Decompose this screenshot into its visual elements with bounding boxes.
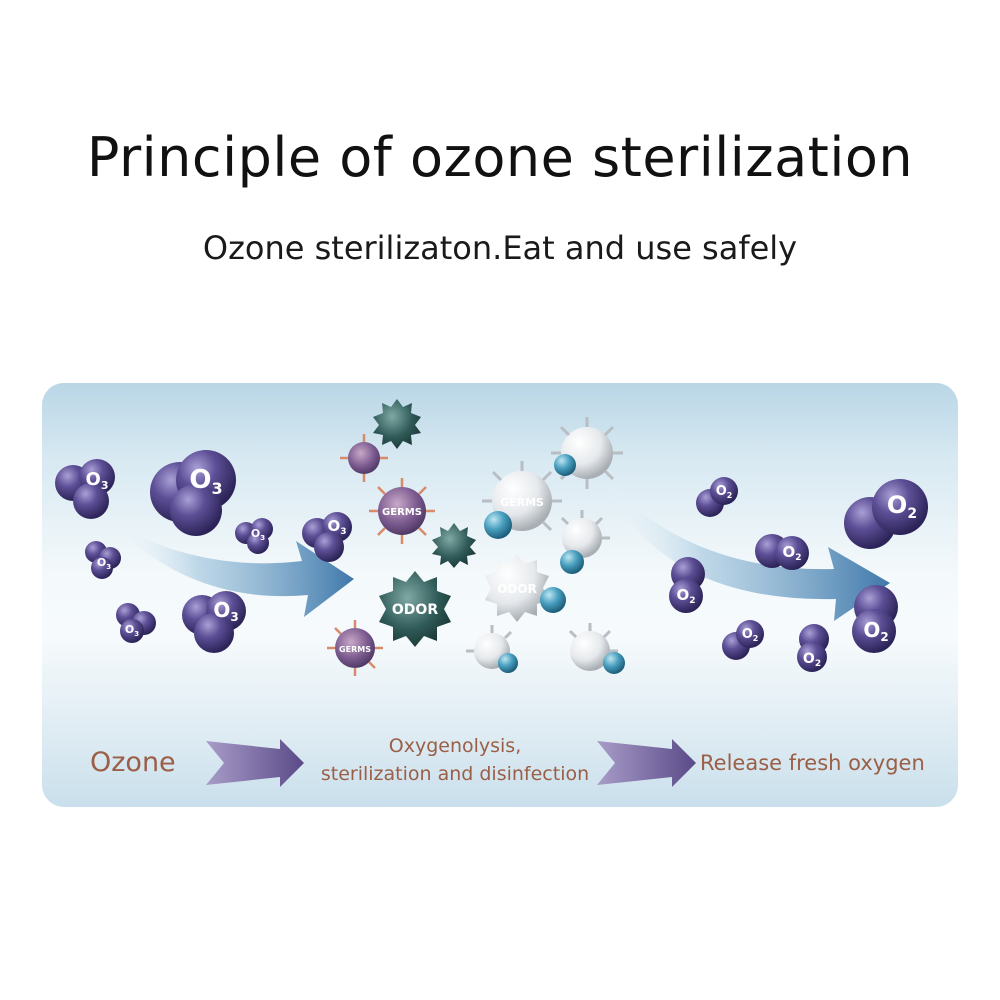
stage-label-release: Release fresh oxygen <box>700 751 925 775</box>
ozone-molecule: O3 <box>55 459 115 519</box>
odor-label-neutralized: ODOR <box>497 582 537 596</box>
germs-label-neutralized: GERMS <box>500 496 544 509</box>
svg-text:O3: O3 <box>97 556 111 571</box>
ozone-molecule-mid-2: O3 <box>182 591 246 653</box>
page-title: Principle of ozone sterilization <box>86 126 914 189</box>
svg-text:O2: O2 <box>676 586 695 606</box>
diagram-panel: GERMS ODOR <box>42 383 958 807</box>
sterilization-diagram: GERMS ODOR <box>55 399 928 787</box>
svg-text:O2: O2 <box>716 484 733 500</box>
process-arrow-2 <box>597 739 696 787</box>
germs-label-2: GERMS <box>339 645 371 654</box>
oxygen-molecule-large-2: O2 <box>852 585 898 653</box>
svg-text:O2: O2 <box>782 543 801 563</box>
oxygen-molecules: O2 O2 O2 O2 <box>669 477 928 672</box>
svg-text:O3: O3 <box>125 623 139 638</box>
svg-text:O3: O3 <box>189 465 222 498</box>
odor-particle-small-2 <box>432 523 476 568</box>
oxygen-molecule-4: O2 <box>722 620 764 660</box>
svg-text:O2: O2 <box>863 618 888 644</box>
ozone-molecules: O3 O3 O3 O3 <box>55 450 352 653</box>
germ-particle <box>340 434 388 482</box>
svg-text:O3: O3 <box>251 527 265 542</box>
ozone-molecule-small-2: O3 <box>85 541 121 579</box>
germs-label-1: GERMS <box>382 507 422 518</box>
odor-particle-labeled: ODOR <box>379 571 451 647</box>
svg-text:O2: O2 <box>887 491 917 522</box>
stage-label-process: Oxygenolysis, sterilization and disinfec… <box>300 732 610 788</box>
oxygen-molecule-2: O2 <box>755 534 809 570</box>
odor-particle-small <box>373 399 421 449</box>
ozone-molecule-small: O3 <box>235 518 273 554</box>
oxygen-molecule-5: O2 <box>797 624 829 672</box>
ozone-molecule-small-3: O3 <box>116 603 156 643</box>
svg-text:O2: O2 <box>803 651 821 669</box>
svg-text:O3: O3 <box>86 469 109 492</box>
process-arrow-1 <box>206 739 304 787</box>
stage-label-ozone: Ozone <box>90 747 176 778</box>
oxygen-molecule-large: O2 <box>844 479 928 549</box>
process-line-2: sterilization and disinfection <box>320 763 590 785</box>
oxygen-molecule: O2 <box>696 477 738 517</box>
page-subtitle: Ozone sterilizaton.Eat and use safely <box>202 229 798 267</box>
flow-arrow-left <box>112 523 354 617</box>
ozone-molecule-mid: O3 <box>302 512 352 562</box>
oxygen-molecule-3: O2 <box>669 557 705 613</box>
flow-arrow-right <box>602 478 890 621</box>
process-line-1: Oxygenolysis, <box>388 735 522 757</box>
odor-label-1: ODOR <box>392 602 438 618</box>
svg-text:O3: O3 <box>213 598 238 624</box>
svg-text:O2: O2 <box>742 627 759 643</box>
neutralized-particles: GERMS ODOR <box>466 417 625 674</box>
germ-particle-labeled: GERMS <box>369 478 435 544</box>
germs-and-odors: GERMS ODOR GERMS <box>327 399 476 676</box>
germ-particle-labeled-2: GERMS <box>327 620 383 676</box>
ozone-molecule-large: O3 <box>150 450 236 536</box>
svg-text:O3: O3 <box>327 517 346 537</box>
